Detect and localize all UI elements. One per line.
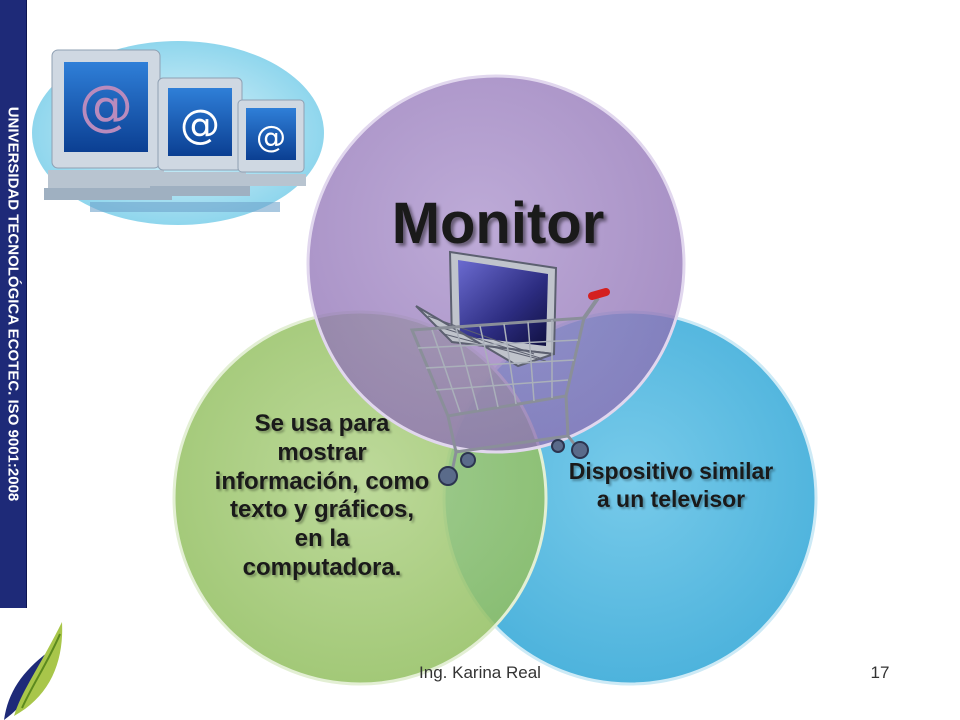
svg-text:@: @ <box>79 74 133 137</box>
sidebar-band: UNIVERSIDAD TECNOLÓGICA ECOTEC. ISO 9001… <box>0 0 27 608</box>
page-number: 17 <box>870 663 890 682</box>
diagram-title: Monitor <box>391 191 605 256</box>
leaf-logo-icon <box>0 612 66 720</box>
svg-text:@: @ <box>180 102 220 148</box>
right-circle-text: Dispositivo similar a un televisor <box>568 458 774 512</box>
svg-text:@: @ <box>256 120 286 155</box>
footer-author: Ing. Karina Real <box>419 663 541 682</box>
computers-at-sign-clipart: @ @ @ <box>32 41 324 225</box>
shopping-cart-laptop-icon <box>409 250 610 486</box>
left-circle-text: Se usa para mostrar información, como te… <box>214 410 430 581</box>
